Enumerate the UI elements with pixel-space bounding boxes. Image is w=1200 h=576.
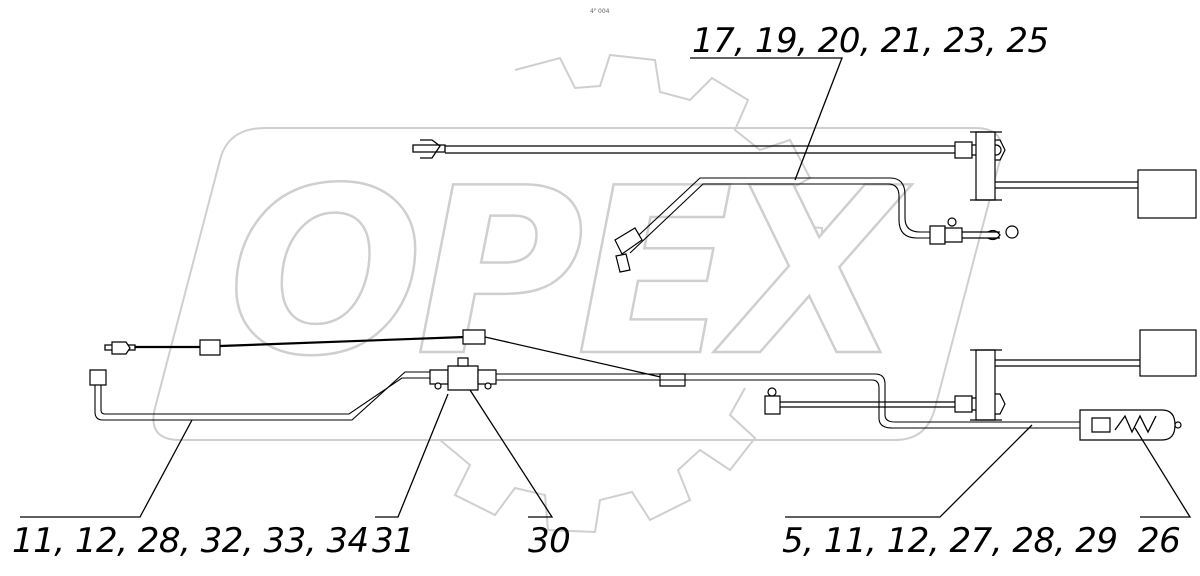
rod-end-link <box>962 231 1000 239</box>
bent-rod-clevis <box>615 253 631 273</box>
callout-30-label: 30 <box>528 521 570 561</box>
rod-end-nut <box>929 225 946 245</box>
valve-top-port <box>457 357 469 367</box>
valve-body <box>447 365 479 391</box>
leader-right-bottom <box>785 424 1033 518</box>
right-pipe-outer <box>496 373 1080 423</box>
lower-cable-nut <box>954 395 973 413</box>
lower-pedal-lever <box>975 349 996 421</box>
callout-right-bottom-label: 5, 11, 12, 27, 28, 29 <box>782 521 1118 561</box>
bent-rod-outer <box>624 177 945 249</box>
callout-26-label: 26 <box>1138 521 1180 561</box>
callout-left-bottom-label: 11, 12, 28, 32, 33, 34 <box>12 521 369 561</box>
rod-end-bolt <box>947 217 957 227</box>
left-pipe-fitting <box>89 369 107 386</box>
thin-cable-diagonal <box>484 336 666 379</box>
lower-pedal-lever-ends <box>970 349 1002 421</box>
spring-cylinder-cap <box>1174 421 1182 429</box>
bent-rod-end-fitting <box>614 227 643 255</box>
leader-left-bottom <box>20 419 193 518</box>
header-small-label: 4ᴾ 004 <box>590 8 610 15</box>
upper-clevis-jaw <box>420 139 441 159</box>
upper-clevis-left <box>412 144 446 153</box>
watermark-text: OPEX <box>228 140 912 407</box>
thin-cable-end-fitting <box>111 341 131 355</box>
valve-left-nut <box>429 369 449 385</box>
upper-cable-nut <box>954 141 973 159</box>
watermark-gear-outline <box>439 53 823 534</box>
thin-cable-coupler <box>199 339 221 356</box>
watermark-logo: OPEX <box>152 53 1003 534</box>
callout-top-label: 17, 19, 20, 21, 23, 25 <box>692 21 1049 61</box>
lower-cable-assembly <box>89 329 1197 441</box>
spring-cylinder-piston <box>1091 417 1111 433</box>
leader-26 <box>1134 427 1192 518</box>
upper-cable-sheath <box>445 145 955 154</box>
valve-bolt-left <box>434 382 442 390</box>
valve-bolt-right <box>484 382 492 390</box>
left-pipe-inner <box>100 377 432 415</box>
left-pipe-outer <box>94 371 432 421</box>
lower-pedal-pad <box>1139 329 1197 377</box>
valve-right-nut <box>477 369 497 385</box>
rod-end-spring <box>987 229 1001 241</box>
lower-cable-clevis <box>764 395 781 415</box>
callout-31-label: 31 <box>372 521 414 561</box>
spring-coil <box>1114 414 1157 434</box>
leader-30 <box>469 389 554 518</box>
upper-pedal-arm <box>995 181 1138 189</box>
lower-pedal-arm <box>995 359 1140 367</box>
leader-top <box>690 57 843 181</box>
upper-pedal-lever <box>975 131 996 201</box>
upper-pedal-lever-ends <box>970 131 1002 201</box>
leader-31 <box>375 393 449 518</box>
thin-cable-joint <box>462 329 486 345</box>
rod-end-ball <box>1005 225 1019 239</box>
upper-pedal-pad <box>1137 169 1197 219</box>
leader-lines <box>20 57 1192 518</box>
rod-end-body <box>944 227 963 243</box>
lower-cable-clevis-pin <box>767 387 777 397</box>
upper-cable-assembly <box>412 131 1197 273</box>
right-pipe-inner <box>496 379 1080 429</box>
lower-cable-sheath <box>780 401 955 408</box>
thin-cable-middle <box>219 335 466 348</box>
bent-rod-inner <box>629 183 945 254</box>
